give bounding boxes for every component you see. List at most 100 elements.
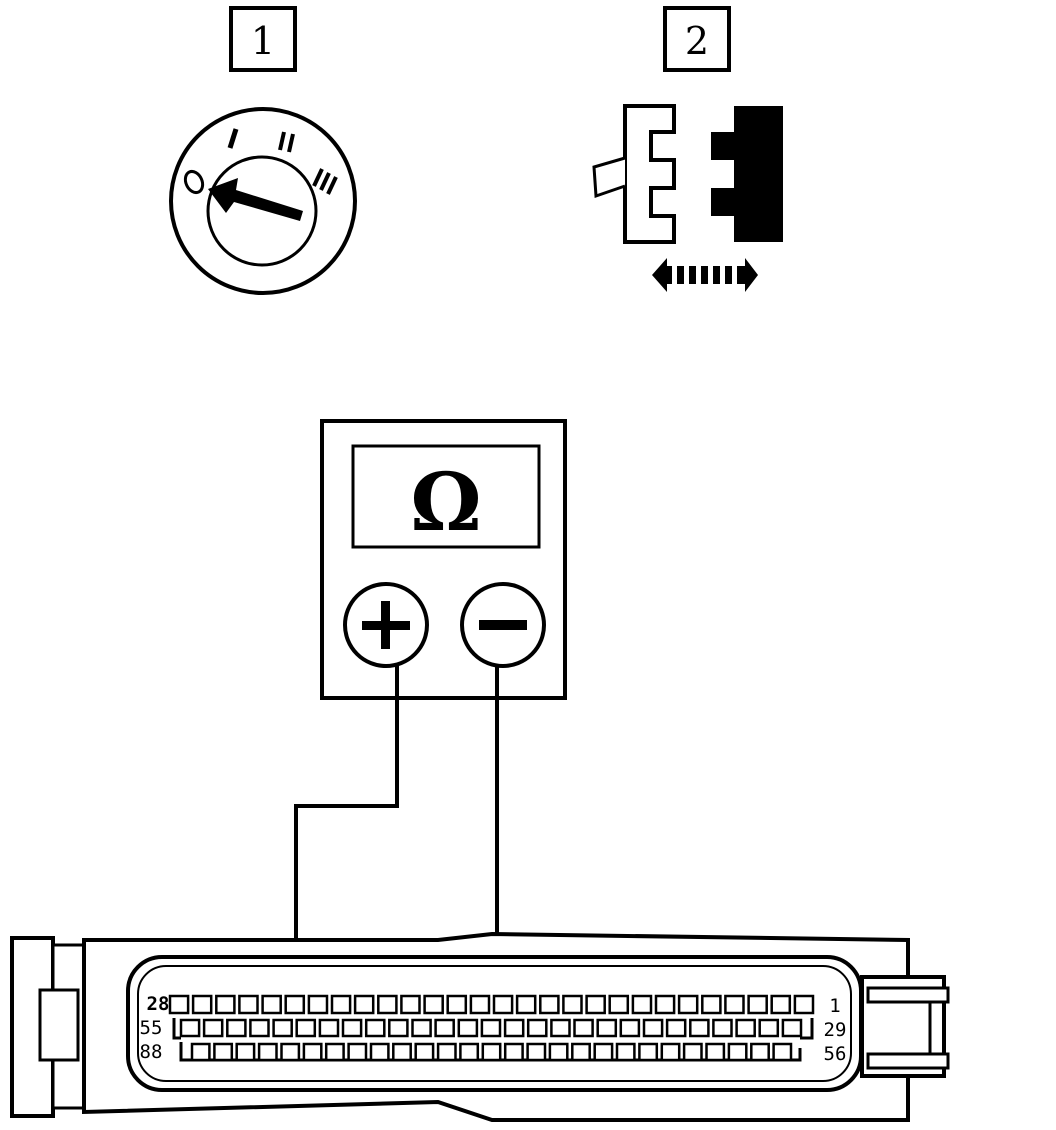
connector-pin bbox=[388, 1018, 409, 1038]
connector-pin bbox=[642, 1018, 664, 1038]
row2-right-label: 29 bbox=[824, 1019, 847, 1041]
connector-pin bbox=[190, 1042, 211, 1062]
positive-terminal bbox=[343, 582, 429, 668]
connector-disconnect-icon bbox=[592, 104, 783, 292]
connector-pin bbox=[654, 994, 676, 1015]
connector-pin bbox=[481, 1042, 502, 1062]
step-1-label: 1 bbox=[229, 6, 297, 72]
ignition-switch-icon bbox=[169, 107, 357, 295]
connector-pin bbox=[446, 994, 468, 1015]
connector-pin bbox=[724, 994, 745, 1015]
connector-pin bbox=[377, 994, 398, 1015]
ohmmeter-icon: Ω bbox=[320, 419, 567, 700]
connector-pin bbox=[353, 994, 375, 1015]
connector-pin bbox=[249, 1018, 270, 1038]
connector-pin bbox=[213, 1042, 234, 1062]
connector-pin bbox=[712, 1018, 733, 1038]
connector-pin bbox=[747, 994, 768, 1015]
connector-pin bbox=[750, 1042, 770, 1062]
connector-pin bbox=[548, 1042, 569, 1062]
row3-left-label: 88 bbox=[140, 1041, 163, 1063]
connector-pin bbox=[364, 1018, 386, 1038]
negative-terminal bbox=[460, 582, 546, 668]
connector-pin bbox=[202, 1018, 224, 1038]
connector-pin bbox=[682, 1042, 703, 1062]
connector-pin bbox=[793, 994, 815, 1015]
connector-pin bbox=[772, 1042, 793, 1062]
connector-pin bbox=[701, 994, 722, 1015]
connector-pin bbox=[539, 994, 560, 1015]
connector-pin bbox=[526, 1018, 548, 1038]
connector-pin bbox=[526, 1042, 547, 1062]
connector-pin bbox=[550, 1018, 571, 1038]
connector-pin bbox=[503, 1018, 525, 1038]
connector-pin bbox=[423, 994, 444, 1015]
connector-pin bbox=[318, 1018, 340, 1038]
connector-pin bbox=[414, 1042, 435, 1062]
connector-pin bbox=[369, 1042, 390, 1062]
connector-pin bbox=[284, 994, 306, 1015]
connector-pin bbox=[660, 1042, 681, 1062]
connector-pin bbox=[562, 994, 583, 1015]
connector-pin bbox=[608, 994, 630, 1015]
connector-pin bbox=[571, 1042, 591, 1062]
connector-pins bbox=[168, 994, 815, 1062]
connector-pin bbox=[735, 1018, 756, 1038]
connector-pin bbox=[515, 994, 537, 1015]
connector-pin bbox=[280, 1042, 301, 1062]
connector-pin bbox=[596, 1018, 618, 1038]
connector-pin bbox=[705, 1042, 726, 1062]
connector-pin bbox=[235, 1042, 256, 1062]
connector-pin bbox=[302, 1042, 323, 1062]
connector-pin bbox=[492, 994, 514, 1015]
step-2-label: 2 bbox=[663, 6, 731, 72]
connector-pin bbox=[727, 1042, 748, 1062]
connector-pin bbox=[593, 1042, 614, 1062]
position-2-marker bbox=[278, 131, 295, 153]
row3-right-label: 56 bbox=[824, 1043, 847, 1065]
connector-pin bbox=[411, 1018, 432, 1038]
connector-pin bbox=[480, 1018, 502, 1038]
connector-pin bbox=[238, 994, 259, 1015]
connector-pin bbox=[307, 994, 329, 1015]
connector-pin bbox=[770, 994, 792, 1015]
connector-pin bbox=[324, 1042, 345, 1062]
position-3-marker bbox=[312, 168, 338, 195]
connector-pin bbox=[585, 994, 606, 1015]
connector-pin bbox=[615, 1042, 636, 1062]
connector-pin bbox=[573, 1018, 594, 1038]
connector-pin bbox=[226, 1018, 247, 1038]
row2-left-label: 55 bbox=[140, 1017, 163, 1039]
row1-right-label: 1 bbox=[829, 995, 840, 1017]
connector-pin bbox=[469, 994, 491, 1015]
connector-pin bbox=[392, 1042, 412, 1062]
connector-pin bbox=[341, 1018, 363, 1038]
connector-pin bbox=[272, 1018, 293, 1038]
connector-pin bbox=[400, 994, 421, 1015]
step-1-number: 1 bbox=[251, 19, 275, 63]
step-2-number: 2 bbox=[685, 19, 709, 63]
connector-pin bbox=[638, 1042, 659, 1062]
connector-pin bbox=[758, 1018, 780, 1038]
connector-pin bbox=[330, 994, 352, 1015]
ecu-connector-icon: 28 1 55 29 88 56 bbox=[10, 931, 950, 1122]
connector-pin bbox=[631, 994, 653, 1015]
connector-pin bbox=[347, 1042, 368, 1062]
connector-pin bbox=[457, 1018, 479, 1038]
connector-pin bbox=[168, 994, 190, 1015]
connector-pin bbox=[436, 1042, 457, 1062]
connector-pin bbox=[503, 1042, 524, 1062]
connector-pin bbox=[619, 1018, 641, 1038]
position-1-marker bbox=[227, 128, 239, 149]
connector-pin bbox=[665, 1018, 687, 1038]
connector-pin bbox=[257, 1042, 278, 1062]
row1-left-label: 28 bbox=[147, 993, 170, 1015]
connector-pin bbox=[261, 994, 282, 1015]
connector-pin bbox=[191, 994, 213, 1015]
connector-pin bbox=[215, 994, 236, 1015]
ohm-symbol: Ω bbox=[410, 455, 481, 549]
connector-pin bbox=[677, 994, 699, 1015]
connector-pin bbox=[781, 1018, 803, 1038]
position-0-marker bbox=[183, 169, 205, 195]
